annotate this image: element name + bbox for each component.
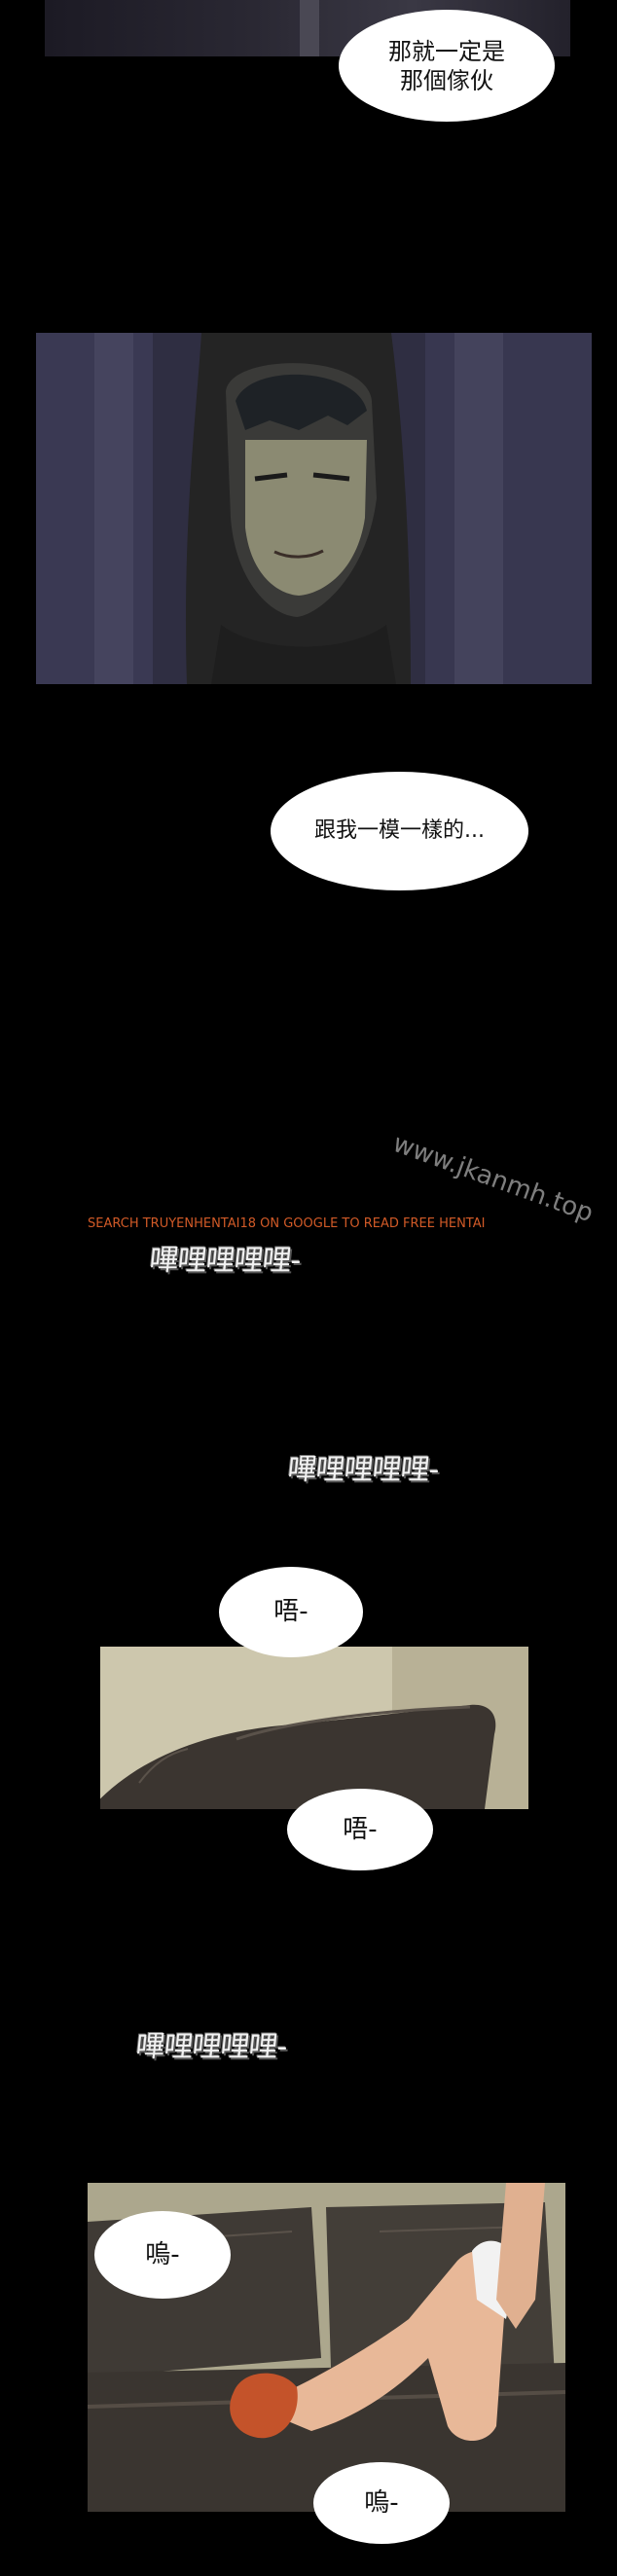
speech-bubble-4-text: 唔- — [343, 1814, 378, 1844]
speech-bubble-1: 那就一定是 那個傢伙 — [339, 10, 555, 122]
sfx-ringing-3: 嗶哩哩哩哩- — [134, 2022, 289, 2065]
speech-bubble-3: 唔- — [219, 1567, 363, 1657]
sfx-ringing-1: 嗶哩哩哩哩- — [148, 1236, 303, 1279]
sfx-ringing-3-text: 嗶哩哩哩哩- — [133, 2030, 289, 2064]
speech-bubble-6-text: 嗚- — [364, 2487, 399, 2518]
speech-bubble-5: 嗚- — [94, 2211, 231, 2299]
hooded-man-illustration — [36, 333, 592, 684]
speech-bubble-4: 唔- — [287, 1789, 433, 1870]
speech-bubble-1-text: 那就一定是 那個傢伙 — [388, 37, 505, 94]
panel-hooded-man — [36, 333, 592, 684]
speech-bubble-3-text: 唔- — [273, 1597, 308, 1627]
sfx-ringing-2-text: 嗶哩哩哩哩- — [285, 1453, 441, 1487]
couch-closeup-illustration — [100, 1647, 528, 1809]
search-notice-watermark: SEARCH TRUYENHENTAI18 ON GOOGLE TO READ … — [88, 1216, 485, 1231]
speech-bubble-2: 跟我一模一樣的... — [271, 772, 528, 890]
sfx-ringing-1-text: 嗶哩哩哩哩- — [147, 1244, 303, 1278]
speech-bubble-5-text: 嗚- — [145, 2239, 180, 2269]
site-watermark: www.jkanmh.top — [389, 1129, 598, 1228]
speech-bubble-2-text: 跟我一模一樣的... — [314, 818, 485, 844]
site-watermark-text: www.jkanmh.top — [388, 1129, 598, 1229]
panel-couch-closeup — [100, 1647, 528, 1809]
sfx-ringing-2: 嗶哩哩哩哩- — [286, 1445, 441, 1488]
panel-couch-scene — [88, 2183, 565, 2512]
speech-bubble-6: 嗚- — [313, 2462, 450, 2544]
search-notice-text: SEARCH TRUYENHENTAI18 ON GOOGLE TO READ … — [88, 1216, 486, 1231]
